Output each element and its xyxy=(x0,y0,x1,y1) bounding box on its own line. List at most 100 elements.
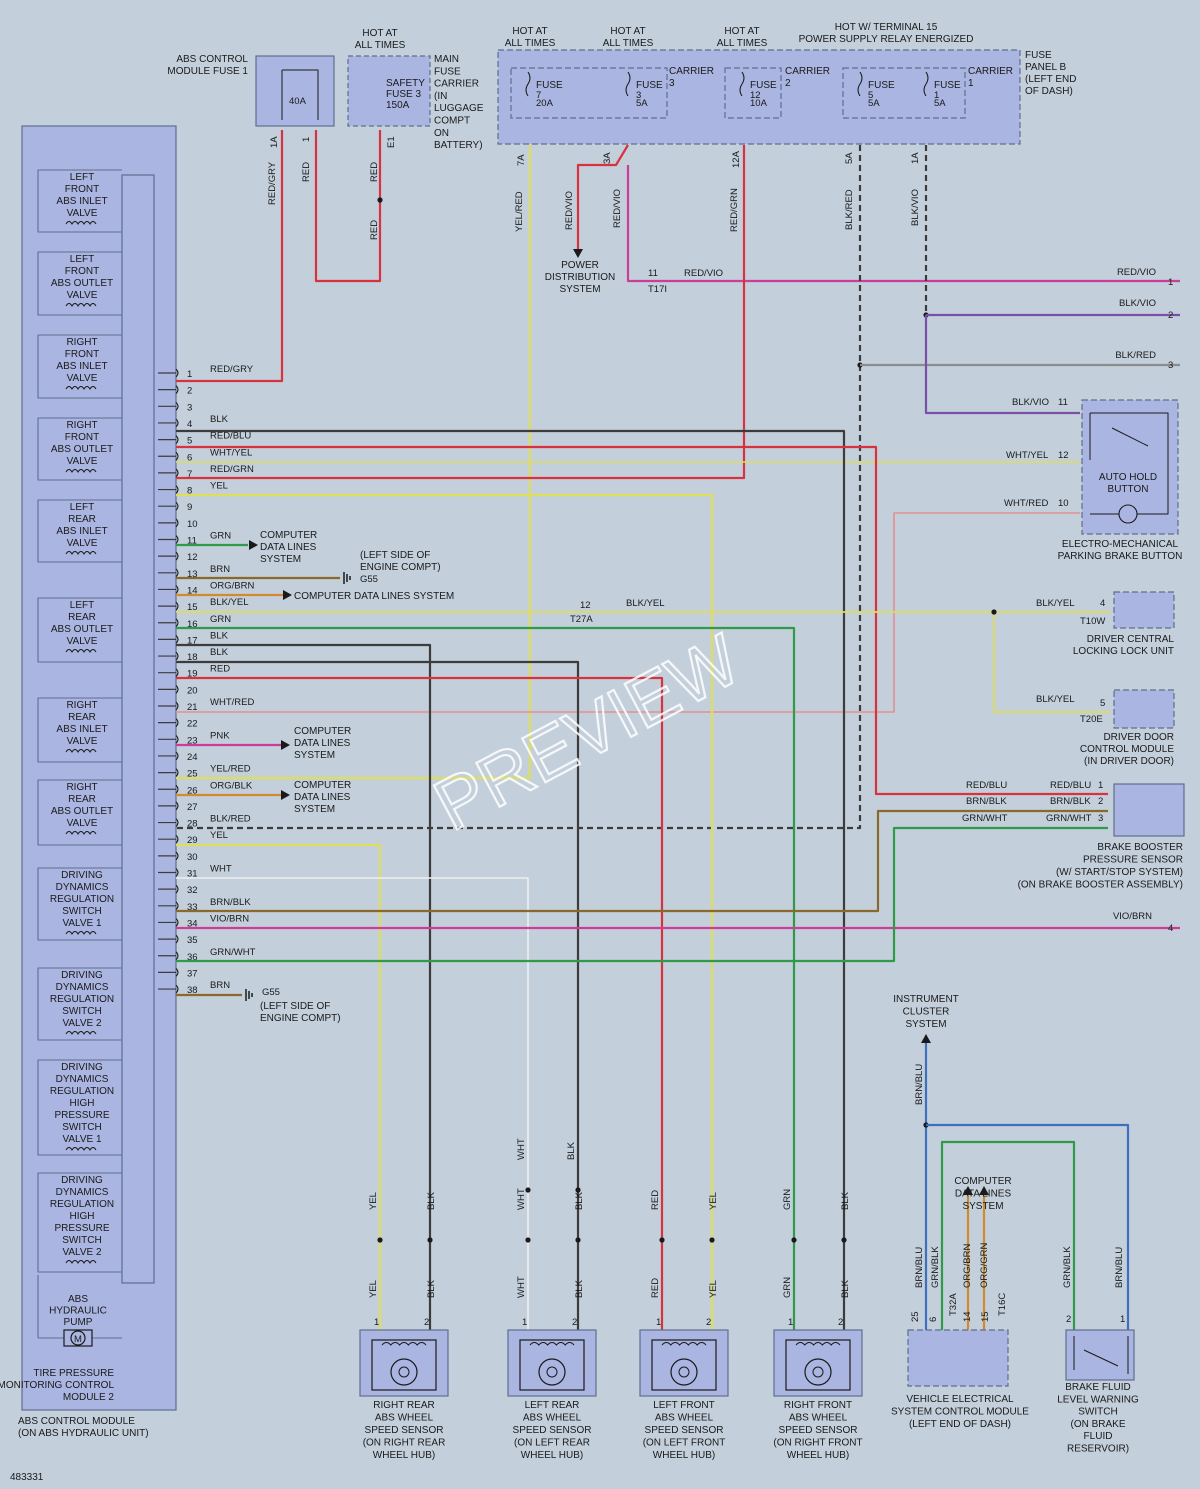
valve-2-label: LEFT xyxy=(70,254,94,265)
pump-label: PUMP xyxy=(64,1317,93,1328)
pin-13-connector xyxy=(175,568,179,578)
vescm-pin-1: 6 xyxy=(928,1317,939,1322)
valve-7-outline xyxy=(37,697,122,763)
bfl-caption: (ON BRAKE xyxy=(1070,1419,1125,1430)
valve-6-label: ABS OUTLET xyxy=(51,624,113,635)
pin-31-connector xyxy=(175,868,179,877)
brake-booster-caption: BRAKE BOOSTER xyxy=(1097,842,1183,853)
left-rear-caption: SPEED SENSOR xyxy=(513,1425,592,1436)
fuse-f1-word: FUSE xyxy=(934,80,961,91)
fuse-carrier-2 xyxy=(724,67,782,119)
left-rear-wire-a-label-1: WHT xyxy=(516,1276,527,1298)
right-rear-caption: (ON RIGHT REAR xyxy=(363,1438,446,1449)
instrument-cluster-label: CLUSTER xyxy=(903,1007,950,1018)
fuse-panel-b-label: PANEL B xyxy=(1025,62,1066,73)
wire-blk-pin4 xyxy=(176,429,846,1330)
ground-g55-1 xyxy=(343,572,351,584)
splice-safety-fuse xyxy=(377,197,383,203)
cdl-label-23: SYSTEM xyxy=(294,750,335,761)
fuse-carrier-1 xyxy=(842,67,966,119)
valve-3-label: VALVE xyxy=(67,373,98,384)
pin-1-color: RED/GRY xyxy=(210,364,254,375)
left-front-splice-a xyxy=(659,1237,665,1243)
pin-e1-label: E1 xyxy=(386,136,397,148)
valve-12-label: DRIVING xyxy=(61,1175,103,1186)
pin-3-connector xyxy=(175,401,179,411)
pin-1-connector xyxy=(175,368,179,378)
fuse-panel-b-label: FUSE xyxy=(1025,50,1052,61)
right-rear-tone-ring xyxy=(390,1358,418,1386)
cdl-bottom-arrow-1 xyxy=(963,1186,973,1195)
wire-red-grn-pin7 xyxy=(176,145,746,480)
carrier-3-label: 3 xyxy=(669,78,675,89)
valve-2-label: VALVE xyxy=(67,290,98,301)
pin-29-connector xyxy=(175,834,179,844)
lr-splice-top xyxy=(525,1187,531,1193)
pin-4-number: 4 xyxy=(187,419,192,430)
valve-3-label: ABS INLET xyxy=(56,361,107,372)
hot-at-all-times-b: ALL TIMES xyxy=(603,38,654,49)
wire-label-red-vio-4: RED/VIO xyxy=(1117,267,1156,278)
left-rear-sensor-box xyxy=(507,1329,597,1397)
valve-2-outline xyxy=(37,251,122,316)
valve-11-label: SWITCH xyxy=(62,1122,101,1133)
pin-7-color: RED/GRN xyxy=(210,464,254,475)
valve-1-label: LEFT xyxy=(70,172,94,183)
valve-7-label: VALVE xyxy=(67,736,98,747)
wire-blk-pin18 xyxy=(176,643,432,1330)
valve-12-label: REGULATION xyxy=(50,1199,114,1210)
right-rear-wire-a-label-0: YEL xyxy=(368,1192,379,1210)
pin-18-number: 18 xyxy=(187,652,198,663)
cdl-bottom-arrow-2 xyxy=(979,1186,989,1195)
valve-5-label: VALVE xyxy=(67,538,98,549)
pin-5-connector xyxy=(175,435,179,444)
valve-12-label: DYNAMICS xyxy=(56,1187,109,1198)
pin-15-number: 15 xyxy=(187,602,198,613)
ah-switch xyxy=(1089,412,1169,460)
left-front-sensor-coil xyxy=(661,1342,707,1346)
valve-1-label: ABS INLET xyxy=(56,196,107,207)
pin-36-connector xyxy=(175,951,179,961)
valve-8-label: RIGHT xyxy=(66,782,97,793)
dclu-caption: LOCKING LOCK UNIT xyxy=(1073,646,1174,657)
wire-blk-red-pin28 xyxy=(176,145,862,830)
fuse-f12-word: FUSE xyxy=(750,80,777,91)
hot-terminal-15: POWER SUPPLY RELAY ENERGIZED xyxy=(799,34,974,45)
vescm-org-grn: ORG/GRN xyxy=(979,1242,990,1288)
valve-11-label: PRESSURE xyxy=(54,1110,109,1121)
valve-10-coil xyxy=(65,1031,97,1035)
pin-29-color: YEL xyxy=(210,830,228,841)
pin-19-number: 19 xyxy=(187,669,198,680)
pin-4-connector xyxy=(175,418,179,428)
right-front-splice-b xyxy=(841,1237,847,1243)
wire-grn-wht-pin36 xyxy=(176,826,1108,963)
ah-pin-10: 10 xyxy=(1058,498,1069,509)
right-rear-wire-a-label-1: YEL xyxy=(368,1280,379,1298)
pin-19-connector xyxy=(175,668,179,678)
pin-16-number: 16 xyxy=(187,619,198,630)
valve-9-label: VALVE 1 xyxy=(62,918,102,929)
valve-3-label: FRONT xyxy=(65,349,99,360)
bfl-brn-blu: BRN/BLU xyxy=(1114,1247,1125,1288)
pin-38-number: 38 xyxy=(187,985,198,996)
diagram-id: 483331 xyxy=(10,1472,44,1483)
wire-red-vio-power xyxy=(576,144,629,256)
right-front-wire-b-label-1: BLK xyxy=(840,1279,851,1298)
vescm-caption: SYSTEM CONTROL MODULE xyxy=(891,1407,1029,1418)
wire-yel-pin29 xyxy=(176,843,382,1330)
pin-5-number: 5 xyxy=(187,436,192,447)
valve-5-label: ABS INLET xyxy=(56,526,107,537)
ah-led-wire xyxy=(1090,446,1169,515)
fuse-f1-rating: 5A xyxy=(934,98,946,109)
valve-8-label: REAR xyxy=(68,794,96,805)
left-rear-splice-b xyxy=(575,1237,581,1243)
pin-31-color: WHT xyxy=(210,864,232,875)
brake-booster-caption: PRESSURE SENSOR xyxy=(1083,855,1183,866)
wire-yel-red-pin25 xyxy=(176,145,532,780)
t16c-label: T16C xyxy=(997,1293,1008,1316)
bfl-caption: SWITCH xyxy=(1078,1407,1117,1418)
valve-9-label: DRIVING xyxy=(61,870,103,881)
vescm-grn-blk: GRN/BLK xyxy=(930,1246,941,1288)
valve-11-label: VALVE 1 xyxy=(62,1134,102,1145)
